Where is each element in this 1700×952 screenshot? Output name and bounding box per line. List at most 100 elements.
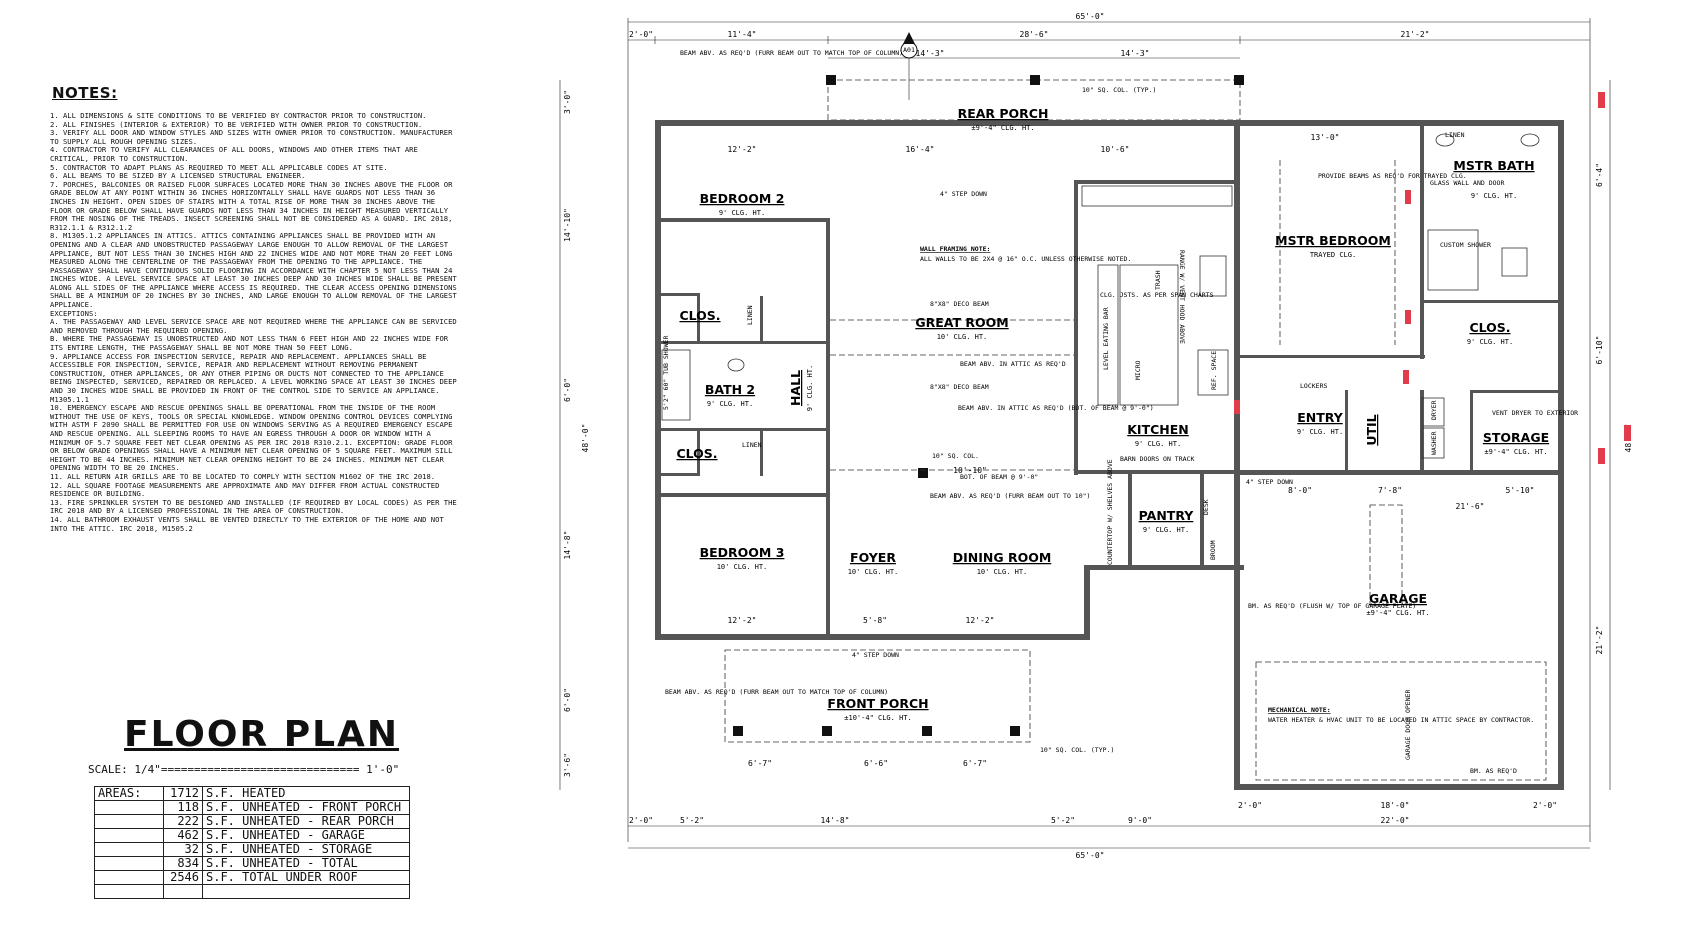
front-porch-outline bbox=[724, 649, 1031, 743]
room-kitchen: KITCHEN bbox=[1127, 422, 1189, 437]
note-linen-1: LINEN bbox=[746, 305, 754, 325]
room-bedroom2-clg: 9' CLG. HT. bbox=[719, 209, 765, 217]
red-tag-6 bbox=[1403, 370, 1409, 384]
room-garage: GARAGE bbox=[1369, 591, 1427, 606]
dim-top-1: 2'-0" bbox=[629, 30, 653, 39]
dim-top-4: 21'-2" bbox=[1401, 30, 1430, 39]
red-tag-7 bbox=[1234, 400, 1240, 414]
note-vent-dryer: VENT DRYER TO EXTERIOR bbox=[1492, 409, 1578, 417]
dim-front-porch-1: 6'-7" bbox=[748, 759, 772, 768]
areas-header-cell: AREAS: bbox=[94, 786, 164, 801]
note-lockers: LOCKERS bbox=[1300, 382, 1327, 390]
note-dryer: DRYER bbox=[1430, 400, 1438, 420]
red-tag-3 bbox=[1624, 425, 1631, 441]
note-tub: 5'2" 60" TUB SHOWER bbox=[662, 336, 670, 410]
room-util: UTIL bbox=[1364, 414, 1379, 445]
note-item: 4. CONTRACTOR TO VERIFY ALL CLEARANCES O… bbox=[50, 145, 418, 163]
note-sq-col-rear: 10" SQ. COL. (TYP.) bbox=[1082, 86, 1156, 94]
dim-room-6: 10'-10" bbox=[953, 466, 987, 475]
dim-top-2: 11'-4" bbox=[728, 30, 757, 39]
areas-label: S.F. TOTAL UNDER ROOF bbox=[202, 870, 410, 885]
note-bot-beam: BOT. OF BEAM @ 9'-0" bbox=[960, 473, 1038, 481]
note-broom: BROOM bbox=[1209, 540, 1217, 560]
washer bbox=[1421, 427, 1445, 459]
areas-empty-cell bbox=[202, 884, 410, 899]
note-clg-jsts-kitchen: CLG. JSTS. AS PER SPAN CHARTS bbox=[1100, 291, 1214, 299]
tub bbox=[661, 349, 691, 421]
room-front-porch-clg: ±10'-4" CLG. HT. bbox=[844, 714, 911, 722]
red-tag-1 bbox=[1598, 92, 1605, 108]
areas-label: S.F. UNHEATED - GARAGE bbox=[202, 828, 410, 843]
dim-right-2: 6'-10" bbox=[1595, 336, 1604, 365]
dim-overall-width: 65'-0" bbox=[1076, 12, 1105, 21]
room-hall: HALL bbox=[788, 370, 803, 406]
room-rear-porch: REAR PORCH bbox=[958, 106, 1049, 121]
room-entry-clg: 9' CLG. HT. bbox=[1297, 428, 1343, 436]
room-bath2: BATH 2 bbox=[705, 382, 755, 397]
note-item: EXCEPTIONS: bbox=[50, 308, 98, 318]
ref-space bbox=[1197, 349, 1229, 396]
notes-list: 1. ALL DIMENSIONS & SITE CONDITIONS TO B… bbox=[50, 111, 460, 533]
room-dining-clg: 10' CLG. HT. bbox=[977, 568, 1028, 576]
note-item: A. THE PASSAGEWAY AND LEVEL SERVICE SPAC… bbox=[50, 317, 457, 335]
note-beam-rear: BEAM ABV. AS REQ'D (FURR BEAM OUT TO MAT… bbox=[680, 49, 903, 57]
room-master-bath-clg: 9' CLG. HT. bbox=[1471, 192, 1517, 200]
room-storage-clg: ±9'-4" CLG. HT. bbox=[1484, 448, 1547, 456]
note-item: 13. FIRE SPRINKLER SYSTEM TO BE DESIGNED… bbox=[50, 497, 457, 516]
kitchen-counter bbox=[1081, 185, 1233, 207]
note-glass-wall: GLASS WALL AND DOOR bbox=[1430, 179, 1504, 187]
note-item: 10. EMERGENCY ESCAPE AND RESCUE OPENINGS… bbox=[50, 403, 453, 473]
note-deco-beam-2: 8"X8" DECO BEAM bbox=[930, 383, 989, 391]
dim-room-8: 12'-2" bbox=[966, 616, 995, 625]
red-tag-4 bbox=[1405, 190, 1411, 204]
rear-column-1 bbox=[826, 75, 836, 85]
areas-label: S.F. UNHEATED - REAR PORCH bbox=[202, 814, 410, 829]
room-great-room-clg: 10' CLG. HT. bbox=[937, 333, 988, 341]
dim-porch-1: 14'-3" bbox=[916, 49, 945, 58]
note-item: 6. ALL BEAMS TO BE SIZED BY A LICENSED S… bbox=[50, 171, 306, 181]
dim-right-3: 21'-2" bbox=[1595, 626, 1604, 655]
room-dining: DINING ROOM bbox=[953, 550, 1052, 565]
front-column-1 bbox=[733, 726, 743, 736]
note-item: 12. ALL SQUARE FOOTAGE MEASUREMENTS ARE … bbox=[50, 480, 440, 499]
note-bm-req: BM. AS REQ'D bbox=[1470, 767, 1517, 775]
room-pantry-clg: 9' CLG. HT. bbox=[1143, 526, 1189, 534]
note-item: 9. APPLIANCE ACCESS FOR INSPECTION SERVI… bbox=[50, 351, 457, 404]
kitchen-island-bar bbox=[1097, 264, 1119, 406]
note-eating-bar: LEVEL EATING BAR bbox=[1102, 307, 1110, 370]
dim-room-12: 5'-10" bbox=[1506, 486, 1535, 495]
note-item: 11. ALL RETURN AIR GRILLS ARE TO BE LOCA… bbox=[50, 471, 436, 481]
room-hall-clg: 9' CLG. HT. bbox=[806, 365, 814, 411]
note-item: 1. ALL DIMENSIONS & SITE CONDITIONS TO B… bbox=[50, 111, 427, 120]
note-item: 14. ALL BATHROOM EXHAUST VENTS SHALL BE … bbox=[50, 514, 444, 533]
dim-left-1: 3'-0" bbox=[563, 90, 572, 114]
note-shower: CUSTOM SHOWER bbox=[1440, 241, 1491, 249]
room-kitchen-clg: 9' CLG. HT. bbox=[1135, 440, 1181, 448]
note-sq-col-mid: 10" SQ. COL. bbox=[932, 452, 979, 460]
note-mechanical: MECHANICAL NOTE: bbox=[1268, 706, 1331, 714]
note-step-down-rear: 4" STEP DOWN bbox=[940, 190, 987, 198]
room-front-porch: FRONT PORCH bbox=[827, 696, 928, 711]
note-pantry-shelves: COUNTERTOP W/ SHELVES ABOVE bbox=[1106, 459, 1114, 565]
notes-panel: NOTES: 1. ALL DIMENSIONS & SITE CONDITIO… bbox=[50, 84, 460, 533]
note-item: B. WHERE THE PASSAGEWAY IS UNOBSTRUCTED … bbox=[50, 334, 449, 353]
note-garage-beam: BM. AS REQ'D (FLUSH W/ TOP OF GARAGE PLA… bbox=[1248, 602, 1416, 610]
section-marker-label: A01 bbox=[903, 46, 915, 54]
note-item: 5. CONTRACTOR TO ADAPT PLANS AS REQUIRED… bbox=[50, 162, 388, 172]
dim-bottom-1: 2'-0" bbox=[629, 816, 653, 825]
room-master-bedroom-clg: TRAYED CLG. bbox=[1310, 251, 1356, 259]
dim-left-6: 3'-6" bbox=[563, 753, 572, 777]
dim-room-7: 21'-6" bbox=[1456, 502, 1485, 511]
master-toilet bbox=[1501, 247, 1528, 277]
note-deco-beam-1: 8"X8" DECO BEAM bbox=[930, 300, 989, 308]
dim-room-9: 5'-8" bbox=[863, 616, 887, 625]
dim-bottom-6: 22'-0" bbox=[1381, 816, 1410, 825]
dim-room-11: 7'-8" bbox=[1378, 486, 1402, 495]
dim-room-3: 10'-6" bbox=[1101, 145, 1130, 154]
dim-garage-2: 18'-0" bbox=[1381, 801, 1410, 810]
dim-left-4: 14'-8" bbox=[563, 531, 572, 560]
